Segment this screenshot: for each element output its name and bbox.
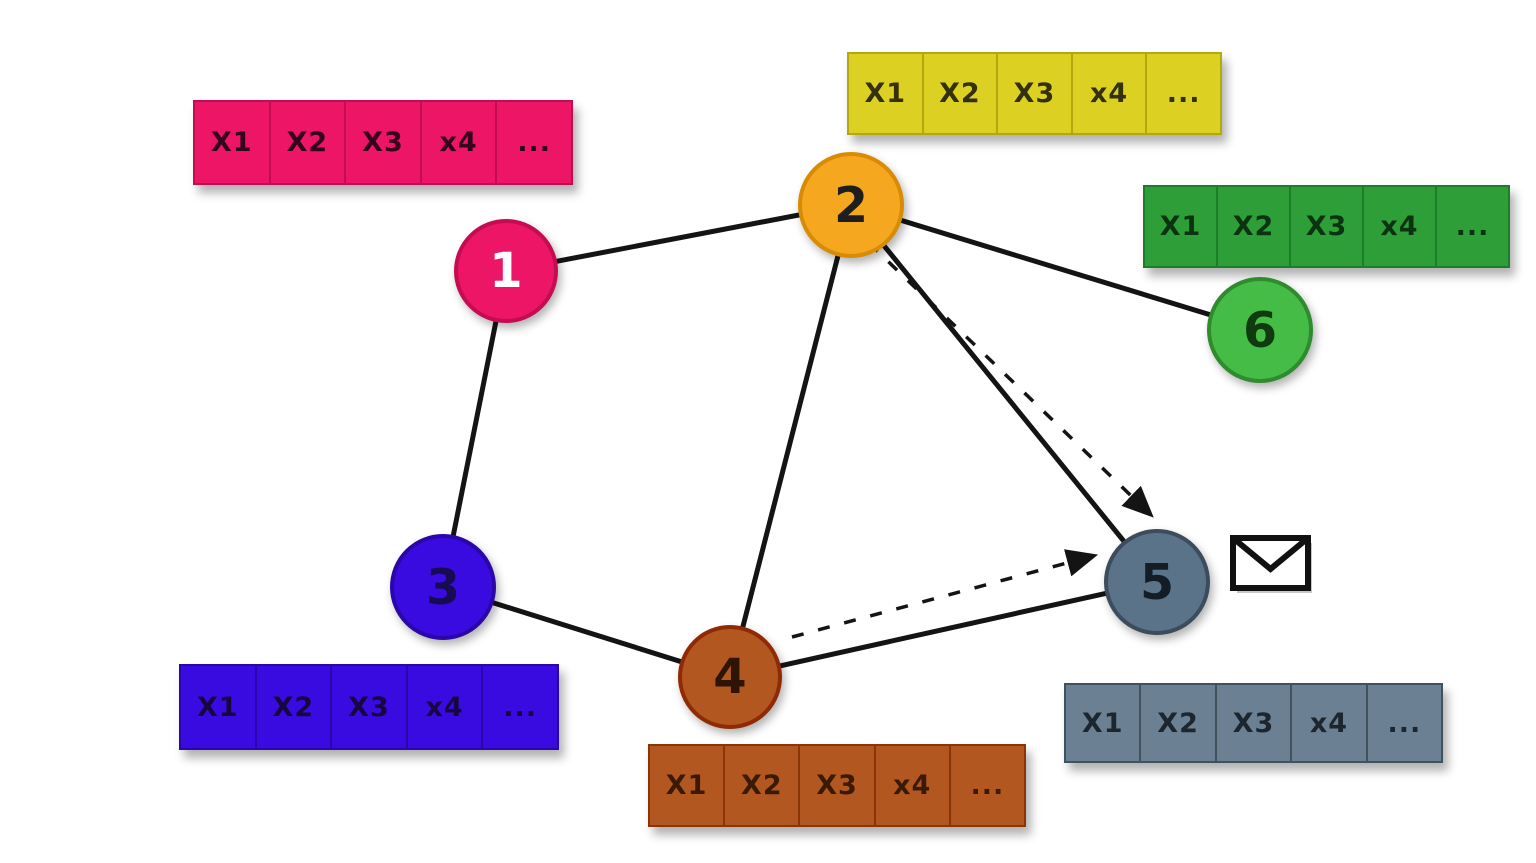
- message-arrow-4-5: [791, 549, 1099, 639]
- message-arrow-2-5: [867, 241, 1154, 518]
- edge-2-5: [848, 202, 1160, 585]
- edge-2-6: [848, 202, 1263, 333]
- edge-2-4: [727, 202, 854, 680]
- edge-4-5: [727, 579, 1160, 680]
- envelope-icon: [1230, 535, 1312, 593]
- edge-1-3: [440, 268, 509, 590]
- edge-1-2: [503, 202, 854, 274]
- edge-3-4: [440, 584, 733, 680]
